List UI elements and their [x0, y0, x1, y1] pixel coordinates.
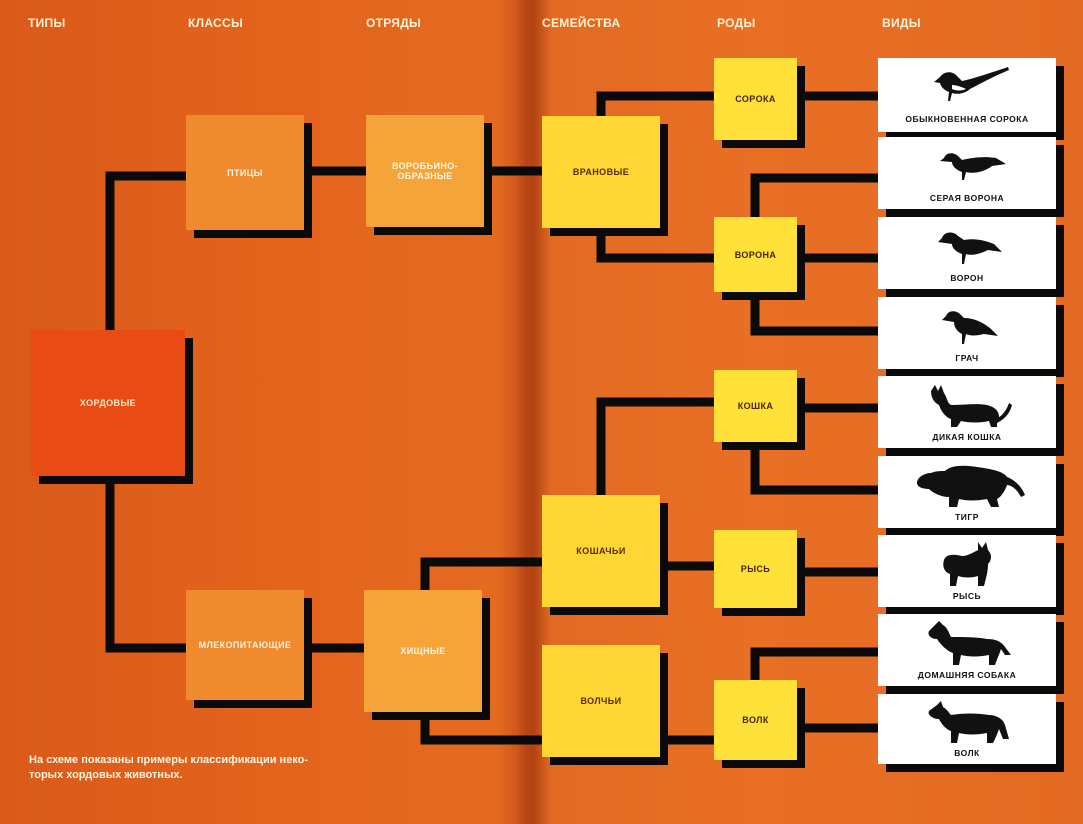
- species-label: ГРАЧ: [955, 353, 979, 363]
- species-card-tiger: ТИГР: [878, 456, 1056, 528]
- node-genus-cat: КОШКА: [714, 370, 797, 442]
- caption-line-1: На схеме показаны примеры классификации …: [29, 754, 309, 766]
- node-label: КОШКА: [737, 401, 774, 411]
- species-card-wildcat: ДИКАЯ КОШКА: [878, 376, 1056, 448]
- node-genus-crow: ВОРОНА: [714, 217, 797, 292]
- dog-icon: [878, 619, 1056, 667]
- species-label: ТИГР: [955, 512, 979, 522]
- species-label: ДОМАШНЯЯ СОБАКА: [917, 670, 1017, 680]
- connector-felids-cat: [596, 397, 719, 500]
- header-phyla: ТИПЫ: [28, 16, 66, 30]
- node-label: СОРОКА: [735, 94, 776, 104]
- connector-wolf-dog: [750, 647, 883, 685]
- node-label: ПТИЦЫ: [227, 167, 263, 178]
- header-classes: КЛАССЫ: [188, 16, 243, 30]
- node-genus-magpie: СОРОКА: [714, 58, 797, 140]
- node-genus-wolf: ВОЛК: [714, 680, 797, 760]
- connector-phylum-birds: [105, 171, 191, 335]
- species-card-raven: ВОРОН: [878, 217, 1056, 289]
- species-label: ВОРОН: [950, 273, 984, 283]
- node-label: МЛЕКОПИТАЮЩИЕ: [198, 640, 292, 650]
- header-families: СЕМЕЙСТВА: [542, 16, 621, 30]
- node-label: ВОРОНА: [734, 249, 777, 260]
- connector-corvids-crow: [596, 223, 719, 263]
- node-label: ВОЛЧЬИ: [580, 696, 622, 706]
- species-label: СЕРАЯ ВОРОНА: [929, 193, 1005, 203]
- connector-carnivores-felids: [420, 557, 547, 595]
- crow-icon: [878, 142, 1056, 184]
- raven-icon: [878, 222, 1056, 266]
- header-species: ВИДЫ: [882, 16, 921, 30]
- node-label: ХОРДОВЫЕ: [79, 398, 137, 408]
- species-label: ДИКАЯ КОШКА: [932, 432, 1002, 442]
- node-class-birds: ПТИЦЫ: [186, 115, 304, 230]
- species-label: РЫСЬ: [952, 591, 982, 601]
- connector-crow-rook: [750, 287, 883, 336]
- node-family-canids: ВОЛЧЬИ: [542, 645, 660, 757]
- species-card-wolf: ВОЛК: [878, 694, 1056, 764]
- node-label: ВОЛК: [742, 715, 769, 725]
- wolf-icon: [878, 699, 1056, 745]
- node-order-passerines: ВОРОБЬИНО-ОБРАЗНЫЕ: [366, 115, 484, 227]
- caption-line-2: торых хордовых животных.: [29, 769, 183, 781]
- node-label: ХИЩНЫЕ: [400, 646, 446, 656]
- species-card-hooded-crow: СЕРАЯ ВОРОНА: [878, 137, 1056, 209]
- node-label: КОШАЧЬИ: [576, 546, 626, 556]
- species-card-domestic-dog: ДОМАШНЯЯ СОБАКА: [878, 614, 1056, 686]
- connector-cat-tiger: [750, 437, 883, 495]
- connector-crow-hooded: [750, 173, 883, 222]
- node-label: ВОРОБЬИНО-ОБРАЗНЫЕ: [391, 161, 459, 181]
- caption: На схеме показаны примеры классификации …: [29, 753, 389, 783]
- node-order-carnivores: ХИЩНЫЕ: [364, 590, 482, 712]
- tiger-icon: [878, 461, 1056, 509]
- species-card-lynx: РЫСЬ: [878, 535, 1056, 607]
- header-orders: ОТРЯДЫ: [366, 16, 422, 30]
- wildcat-icon: [878, 381, 1056, 429]
- rook-icon: [878, 302, 1056, 346]
- connector-carnivores-canids: [420, 707, 547, 745]
- species-label: ОБЫКНОВЕННАЯ СОРОКА: [905, 114, 1029, 124]
- node-class-mammals: МЛЕКОПИТАЮЩИЕ: [186, 590, 304, 700]
- connector-phylum-mammals: [105, 469, 191, 653]
- node-family-felids: КОШАЧЬИ: [542, 495, 660, 607]
- lynx-icon: [878, 540, 1056, 588]
- connector-corvids-magpie: [596, 91, 719, 121]
- species-card-common-magpie: ОБЫКНОВЕННАЯ СОРОКА: [878, 58, 1056, 132]
- header-genera: РОДЫ: [717, 16, 756, 30]
- species-label: ВОЛК: [954, 748, 980, 758]
- node-label: РЫСЬ: [740, 564, 771, 574]
- species-card-rook: ГРАЧ: [878, 297, 1056, 369]
- node-label: ВРАНОВЫЕ: [572, 167, 630, 177]
- magpie-icon: [878, 63, 1056, 105]
- node-phylum-chordates: ХОРДОВЫЕ: [31, 330, 185, 476]
- node-family-corvids: ВРАНОВЫЕ: [542, 116, 660, 228]
- node-genus-lynx: РЫСЬ: [714, 530, 797, 608]
